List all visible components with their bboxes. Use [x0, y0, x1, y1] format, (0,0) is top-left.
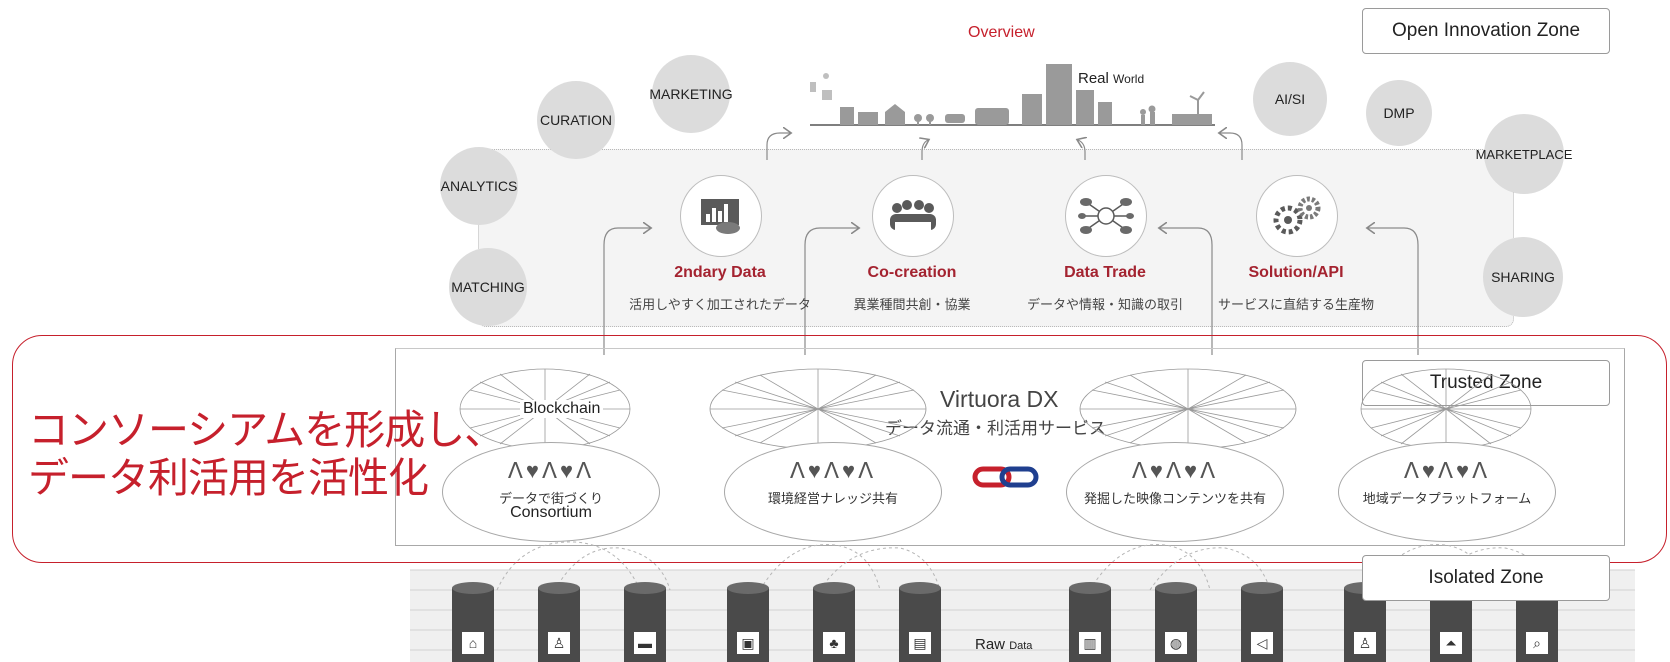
globe-icon: ◍ [1165, 632, 1187, 654]
database-cylinder: ▤ [899, 582, 941, 662]
bubble-analytics: ANALYTICS [440, 147, 518, 225]
bubble-ai-si: AI/SI [1253, 62, 1327, 136]
isolated-zone-label: Isolated Zone [1362, 555, 1610, 601]
highlight-frame [12, 335, 1667, 563]
bubble-curation: CURATION [537, 81, 615, 159]
database-cylinder: ♣ [813, 582, 855, 662]
service-subtitle-solution-api: サービスに直結する生産物 [1217, 297, 1374, 312]
consortium-subtitle-4: 地域データプラットフォーム [1362, 491, 1532, 506]
consortium-ellipse-3 [1066, 442, 1284, 542]
service-title-co-creation: Co-creation [867, 264, 957, 281]
trees-icon: ♣ [823, 632, 845, 654]
data-label: Data [1009, 640, 1033, 652]
headline-line-2: データ利活用を活性化 [28, 455, 429, 501]
world-label: World [1113, 72, 1145, 86]
person-card-icon: ♙ [1354, 632, 1376, 654]
bar-chart-icon [680, 175, 762, 257]
service-title-solution-api: Solution/API [1248, 264, 1344, 281]
antenna-icon: ⏶ [1440, 632, 1462, 654]
blockchain-label: Blockchain [520, 400, 604, 418]
bubble-marketplace: MARKETPLACE [1476, 114, 1572, 194]
real-label: Real [1078, 70, 1109, 87]
real-world-label: Real World [1078, 70, 1144, 87]
bubble-sharing: SHARING [1483, 237, 1563, 317]
consortium-subtitle-2: 環境経営ナレッジ共有 [767, 491, 898, 506]
database-cylinder: ◍ [1155, 582, 1197, 662]
person-icon: ♙ [548, 632, 570, 654]
people-meeting-icon [872, 175, 954, 257]
consortium-ellipse-2 [724, 442, 942, 542]
bus-icon: ▤ [909, 632, 931, 654]
persons-icon-2: ꓥ♥ꓥ♥ꓥ [789, 458, 877, 483]
raw-data-label: Raw Data [975, 636, 1032, 653]
database-cylinder: ♙ [538, 582, 580, 662]
database-cylinder: ◁ [1241, 582, 1283, 662]
monitor-icon: ▣ [737, 632, 759, 654]
service-subtitle-2ndary-data: 活用しやすく加工されたデータ [629, 297, 811, 312]
open-innovation-zone-label: Open Innovation Zone [1362, 8, 1610, 54]
overview-title: Overview [968, 24, 1035, 41]
consortium-ellipse-4 [1338, 442, 1556, 542]
persons-icon-3: ꓥ♥ꓥ♥ꓥ [1131, 458, 1219, 483]
map-icon: ⌂ [462, 632, 484, 654]
database-cylinder: ▣ [727, 582, 769, 662]
real-world-skyline-illustration [810, 64, 1215, 126]
trusted-zone-frame [395, 348, 1625, 546]
persons-icon-1: ꓥ♥ꓥ♥ꓥ [507, 458, 595, 483]
open-innovation-panel [478, 149, 1514, 327]
headline-line-1: コンソーシアムを形成し、 [28, 407, 505, 453]
service-subtitle-data-trade: データや情報・知識の取引 [1026, 297, 1183, 312]
consortium-name-1: Consortium [510, 504, 592, 521]
bubble-dmp: DMP [1366, 80, 1432, 146]
consortium-ellipse-1 [442, 442, 660, 542]
raw-label: Raw [975, 636, 1006, 653]
consortium-subtitle-3: 発掘した映像コンテンツを共有 [1083, 491, 1266, 506]
database-cylinder: ▬ [624, 582, 666, 662]
service-subtitle-co-creation: 異業種間共創・協業 [853, 297, 971, 312]
chain-link-icon [972, 466, 1039, 488]
film-icon: ▥ [1079, 632, 1101, 654]
service-title-2ndary-data: 2ndary Data [674, 264, 766, 281]
virtuora-subtitle: データ流通・利活用サービス [885, 419, 1106, 438]
persons-icon-4: ꓥ♥ꓥ♥ꓥ [1403, 458, 1491, 483]
database-cylinder: ⌂ [452, 582, 494, 662]
service-title-data-trade: Data Trade [1064, 264, 1146, 281]
consortium-subtitle-1: データで街づくり [498, 491, 603, 506]
bubble-marketing: MARKETING [649, 55, 733, 133]
search-doc-icon: ⌕ [1526, 632, 1548, 654]
network-globe-icon [1065, 175, 1147, 257]
bubble-matching: MATCHING [449, 248, 527, 326]
gears-icon [1256, 175, 1338, 257]
car-icon: ▬ [634, 632, 656, 654]
virtuora-title: Virtuora DX [940, 386, 1059, 412]
database-cylinder: ▥ [1069, 582, 1111, 662]
speaker-icon: ◁ [1251, 632, 1273, 654]
